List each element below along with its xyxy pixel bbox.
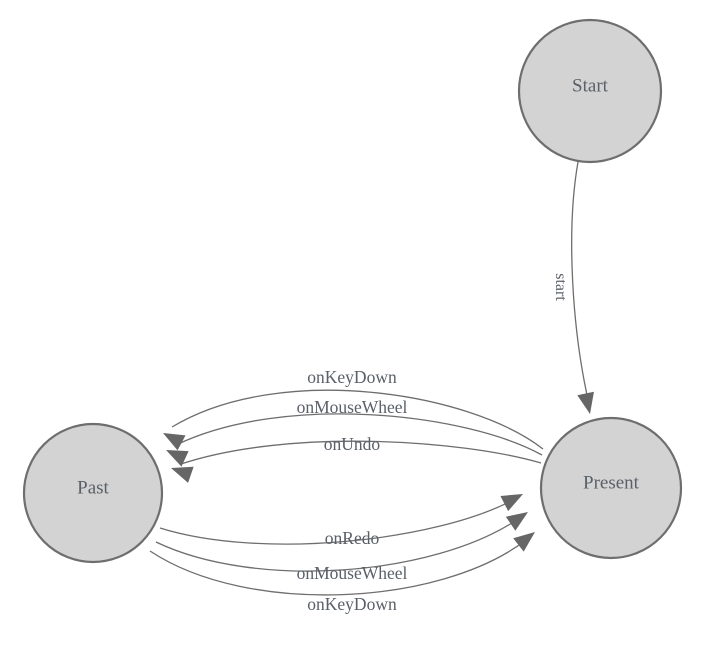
edge-label-present-to-past-onundo: onUndo (324, 434, 381, 454)
arrowhead-present-to-past-onkeydown (163, 433, 186, 451)
edge-label-past-to-present-onkeydown: onKeyDown (307, 594, 397, 614)
edge-labels-layer: start onKeyDown onMouseWheel onUndo onRedo on… (297, 273, 569, 614)
arrowhead-start-to-present (577, 391, 594, 414)
edge-label-start-to-present: start (552, 273, 569, 301)
node-label-start: Start (572, 75, 609, 96)
node-circle-start[interactable] (517, 18, 663, 164)
edge-past-to-present-onredo (159, 499, 514, 545)
arrowhead-past-to-present-onkeydown (513, 532, 535, 552)
edge-label-past-to-present-onmousewheel: onMouseWheel (297, 563, 408, 583)
edges-layer (149, 161, 590, 596)
edge-present-to-past-onkeydown (171, 389, 544, 450)
edge-label-present-to-past-onmousewheel: onMouseWheel (297, 397, 408, 417)
node-start[interactable]: Start (517, 18, 663, 164)
edge-present-to-past-onmousewheel (175, 413, 543, 456)
node-present[interactable]: Present (539, 416, 683, 560)
arrowhead-present-to-past-onmousewheel (166, 450, 189, 467)
arrowhead-present-to-past-onundo (171, 466, 194, 483)
arrowhead-past-to-present-onmousewheel (505, 512, 528, 531)
arrowhead-past-to-present-onredo (500, 494, 523, 512)
edge-past-to-present-onmousewheel (155, 518, 519, 572)
node-past[interactable]: Past (22, 422, 164, 564)
edge-start-to-present (571, 161, 590, 405)
node-circle-past[interactable] (22, 422, 164, 564)
edge-label-present-to-past-onkeydown: onKeyDown (307, 367, 397, 387)
node-label-present: Present (583, 472, 640, 493)
edge-label-past-to-present-onredo: onRedo (325, 528, 380, 548)
edge-past-to-present-onkeydown (149, 539, 527, 596)
arrowheads-layer (163, 391, 594, 552)
node-label-past: Past (77, 477, 109, 498)
edge-present-to-past-onundo (180, 440, 542, 465)
node-circle-present[interactable] (539, 416, 683, 560)
